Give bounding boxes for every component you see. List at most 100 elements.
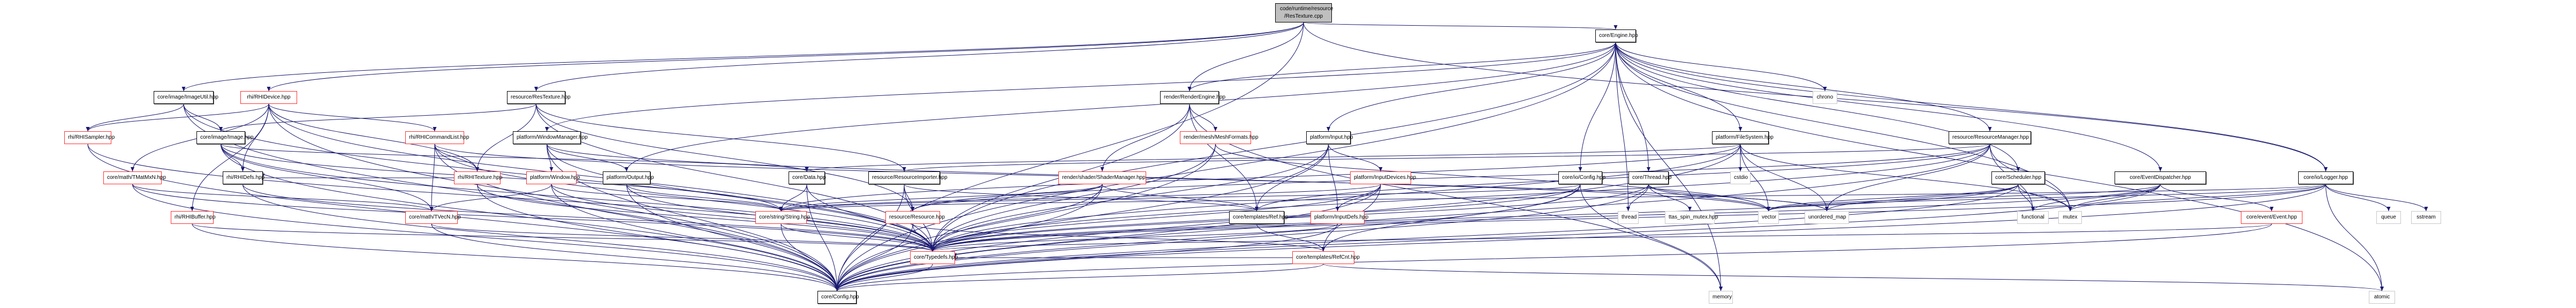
- edge-rhidefs-to-typedefs: [243, 184, 933, 252]
- node-core-typedefs-hpp[interactable]: core/Typedefs.hpp: [910, 251, 958, 264]
- edge-resimporter-to-config: [837, 184, 905, 291]
- edge-engine-to-config: [837, 42, 1616, 291]
- node-platform-window-hpp[interactable]: platform/Window.hpp: [526, 171, 580, 184]
- arrowhead-engine: [1613, 25, 1618, 29]
- node-rhi-rhidevice-hpp[interactable]: rhi/RHIDevice.hpp: [240, 91, 297, 104]
- node-core-thread-hpp[interactable]: core/Thread.hpp: [1628, 171, 1671, 184]
- arrowhead-output: [625, 167, 628, 171]
- arrowhead-rhidefs: [241, 167, 245, 171]
- edge-resource-to-refcnt: [912, 223, 1324, 252]
- node-platform-input-hpp[interactable]: platform/Input.hpp: [1306, 131, 1353, 144]
- node-core-image-imageutil-hpp[interactable]: core/image/ImageUtil.hpp: [154, 91, 218, 104]
- edge-rhibuffer-to-config: [192, 223, 837, 291]
- arrowhead-meshformats: [1214, 127, 1217, 131]
- edge-ioconfig-to-memory: [1580, 184, 1721, 291]
- node-rhi-rhitexture-hpp[interactable]: rhi/RHITexture.hpp: [454, 171, 502, 184]
- edge-imageutil-to-rhisampler: [87, 103, 184, 132]
- edge-event-to-config: [837, 223, 2272, 291]
- node-render-mesh-meshformats-hpp[interactable]: render/mesh/MeshFormats.hpp: [1180, 131, 1259, 144]
- node-core-image-image-hpp[interactable]: core/image/Image.hpp: [196, 131, 254, 144]
- node-core-config-hpp[interactable]: core/Config.hpp: [817, 291, 859, 304]
- node-resource-resource-hpp[interactable]: resource/Resource.hpp: [885, 211, 945, 224]
- edge-tvecn-to-typedefs: [431, 223, 933, 252]
- edge-restexture-to-rhitexture: [477, 103, 536, 172]
- edge-renderengine-to-ref: [1189, 103, 1257, 212]
- node-render-shader-shadermanager-hpp[interactable]: render/shader/ShaderManager.hpp: [1058, 171, 1146, 184]
- node-resource-resourcemanager-hpp[interactable]: resource/ResourceManager.hpp: [1949, 131, 2031, 144]
- arrowhead-ref: [1255, 207, 1259, 211]
- edge-root-to-restexture: [536, 22, 1304, 92]
- node-platform-output-hpp[interactable]: platform/Output.hpp: [603, 171, 654, 184]
- edge-rhidevice-to-config: [268, 103, 837, 291]
- node-core-templates-refcnt-hpp[interactable]: core/templates/RefCnt.hpp: [1292, 251, 1360, 264]
- edge-filesystem-to-config: [837, 144, 1741, 291]
- edge-rhisampler-to-typedefs: [87, 144, 933, 252]
- edge-filesystem-to-unordered_map: [1740, 144, 1827, 212]
- arrowhead-restexture: [534, 87, 538, 91]
- node-core-scheduler-hpp[interactable]: core/Scheduler.hpp: [1991, 171, 2045, 184]
- edge-root-to-renderengine: [1189, 22, 1304, 92]
- node-core-io-logger-hpp[interactable]: core/io/Logger.hpp: [2298, 171, 2353, 184]
- edge-rhitexture-to-config: [477, 184, 837, 291]
- edge-windowmanager-to-typedefs: [547, 144, 933, 252]
- node-rhi-rhisampler-hpp[interactable]: rhi/RHISampler.hpp: [64, 131, 115, 144]
- node-platform-inputdevices-hpp[interactable]: platform/InputDevices.hpp: [1350, 171, 1416, 184]
- edge-logger-to-sstream: [2325, 184, 2427, 212]
- node-platform-windowmanager-hpp[interactable]: platform/WindowManager.hpp: [513, 131, 588, 144]
- edge-imageutil-to-image: [183, 103, 221, 132]
- edge-filesystem-to-mutex: [1740, 144, 2071, 212]
- arrowhead-thread_hpp: [1647, 167, 1650, 171]
- edge-refcnt-to-config: [837, 264, 1324, 291]
- edge-inputdevices-to-config: [837, 184, 1381, 291]
- edge-root-to-engine: [1303, 22, 1616, 30]
- node-mutex: mutex: [2058, 211, 2082, 224]
- edge-restexture-to-resimporter: [536, 103, 905, 172]
- edge-rhidevice-to-rhitexture: [268, 103, 478, 172]
- edge-engine-to-windowmanager: [547, 42, 1616, 132]
- edge-resimporter-to-ref: [904, 184, 1257, 212]
- edge-shadermanager-to-resource: [912, 184, 1103, 212]
- arrowhead-scheduler: [2016, 167, 2020, 171]
- node-root-restexture-cpp[interactable]: code/runtime/resource/ResTexture.cpp: [1275, 3, 1334, 22]
- node-core-io-config-hpp[interactable]: core/io/Config.hpp: [1558, 171, 1605, 184]
- node-resource-restexture-hpp[interactable]: resource/ResTexture.hpp: [507, 91, 571, 104]
- edge-engine-to-filesystem: [1615, 42, 1741, 132]
- node-rhi-rhidefs-hpp[interactable]: rhi/RHIDefs.hpp: [223, 171, 264, 184]
- node-core-string-string-hpp[interactable]: core/string/String.hpp: [755, 211, 810, 224]
- node-resource-resourceimporter-hpp[interactable]: resource/ResourceImporter.hpp: [868, 171, 948, 184]
- node-core-engine-hpp[interactable]: core/Engine.hpp: [1595, 29, 1638, 42]
- edge-typedefs-to-config: [837, 264, 933, 291]
- node-core-data-hpp[interactable]: core/Data.hpp: [789, 171, 826, 184]
- node-vector: vector: [1758, 211, 1779, 224]
- edge-input-to-inputdefs: [1328, 144, 1338, 212]
- node-render-renderengine-hpp[interactable]: render/RenderEngine.hpp: [1160, 91, 1225, 104]
- arrowhead-event: [2270, 207, 2274, 211]
- node-core-templates-ref-hpp[interactable]: core/templates/Ref.hpp: [1229, 211, 1288, 224]
- arrowhead-tvecn: [429, 207, 434, 211]
- edge-window-to-config: [551, 184, 837, 291]
- edge-ref-to-refcnt: [1256, 223, 1324, 252]
- edge-inputdevices-to-typedefs: [932, 184, 1381, 252]
- node-platform-filesystem-hpp[interactable]: platform/FileSystem.hpp: [1712, 131, 1774, 144]
- edge-engine-to-input: [1328, 42, 1616, 132]
- edge-engine-to-eventdispatcher: [1615, 42, 2161, 172]
- arrowhead-windowmanager: [545, 127, 549, 131]
- node-core-math-tmatmxn-hpp[interactable]: core/math/TMatMxN.hpp: [103, 171, 166, 184]
- arrowhead-config: [835, 287, 839, 291]
- node-core-eventdispatcher-hpp[interactable]: core/EventDispatcher.hpp: [2115, 171, 2206, 184]
- edge-resmanager-to-ref: [1256, 144, 1990, 212]
- edge-eventdispatcher-to-mutex: [2070, 184, 2161, 212]
- edge-resmanager-to-typedefs: [932, 144, 1990, 252]
- edge-image-to-data: [221, 144, 807, 172]
- arrowhead-chrono: [1823, 87, 1827, 91]
- edge-data-to-typedefs: [806, 184, 933, 252]
- node-platform-inputdefs-hpp[interactable]: platform/InputDefs.hpp: [1310, 211, 1368, 224]
- edge-input-to-typedefs: [932, 144, 1329, 252]
- node-rhi-rhibuffer-hpp[interactable]: rhi/RHIBuffer.hpp: [171, 211, 216, 224]
- node-core-event-event-hpp[interactable]: core/event/Event.hpp: [2241, 211, 2302, 224]
- node-core-math-tvecn-hpp[interactable]: core/math/TVecN.hpp: [405, 211, 461, 224]
- edge-engine-to-scheduler: [1615, 42, 2019, 172]
- node-rhi-rhicommandlist-hpp[interactable]: rhi/RHICommandList.hpp: [405, 131, 469, 144]
- edge-restexture-to-resource: [536, 103, 913, 212]
- edge-tmatmxn-to-tvecn: [132, 184, 432, 212]
